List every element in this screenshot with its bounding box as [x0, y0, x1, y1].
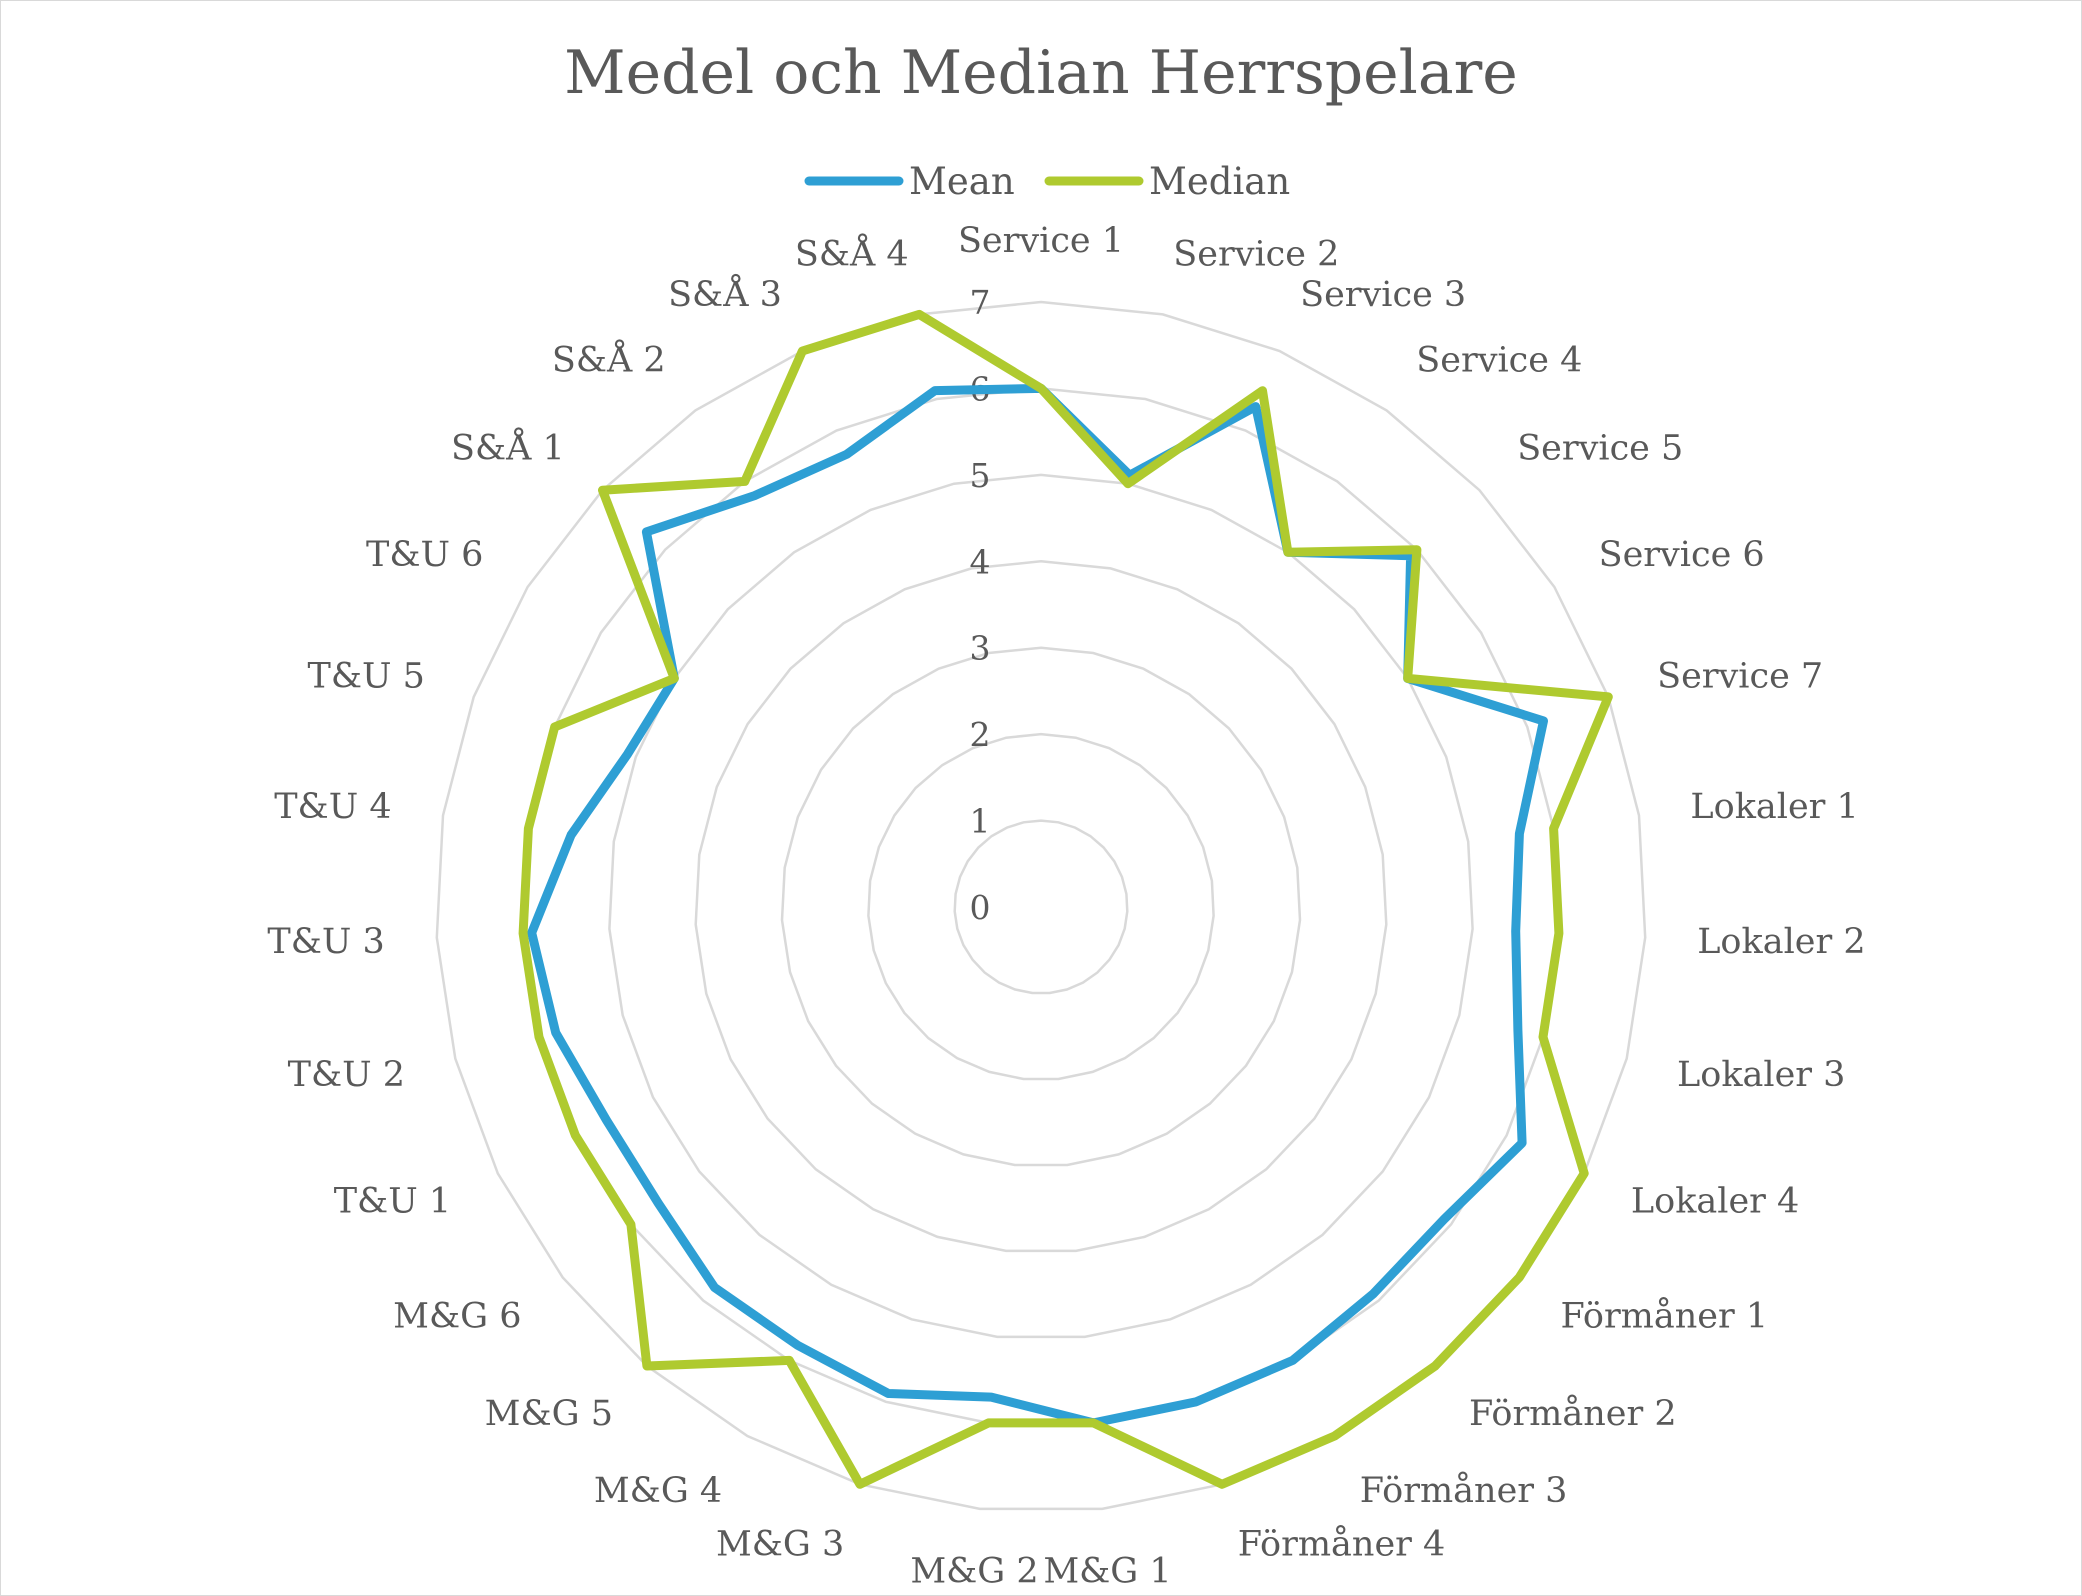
category-label: Lokaler 1 — [1690, 787, 1858, 827]
category-label: Service 7 — [1657, 656, 1823, 696]
category-label: S&Å 2 — [552, 338, 666, 381]
category-label: Förmåner 3 — [1360, 1470, 1568, 1511]
category-label: T&U 4 — [274, 787, 391, 827]
tick-label-7: 7 — [970, 283, 991, 322]
legend-label-median: Median — [1149, 160, 1290, 203]
category-label: S&Å 3 — [668, 272, 782, 315]
series — [518, 309, 1613, 1489]
grid-ring-3 — [780, 646, 1302, 1167]
category-label: Lokaler 4 — [1631, 1182, 1799, 1222]
category-label: M&G 3 — [716, 1524, 844, 1564]
grid — [435, 300, 1647, 1511]
grid-ring-7 — [435, 300, 1647, 1511]
category-label: Service 6 — [1599, 535, 1765, 575]
category-label: Förmåner 2 — [1469, 1393, 1677, 1434]
grid-ring-5 — [608, 473, 1474, 1339]
grid-ring-1 — [953, 819, 1129, 995]
tick-label-1: 1 — [970, 802, 991, 841]
category-label: M&G 1 — [1043, 1552, 1171, 1592]
tick-label-2: 2 — [970, 715, 991, 754]
category-label: Förmåner 4 — [1238, 1523, 1446, 1564]
tick-label-4: 4 — [970, 542, 991, 581]
category-label: T&U 2 — [288, 1055, 405, 1095]
category-label: Förmåner 1 — [1561, 1295, 1769, 1336]
category-label: T&U 5 — [308, 656, 425, 696]
category-label: Service 3 — [1300, 275, 1466, 315]
category-label: Service 1 — [958, 221, 1124, 261]
category-label: S&Å 1 — [451, 426, 565, 469]
category-label: M&G 6 — [393, 1296, 521, 1336]
category-label: T&U 6 — [366, 535, 483, 575]
category-label: Service 5 — [1517, 429, 1683, 469]
legend-label-mean: Mean — [909, 160, 1015, 203]
category-label: M&G 4 — [594, 1471, 722, 1511]
category-label: T&U 1 — [334, 1182, 451, 1222]
tick-label-0: 0 — [970, 888, 991, 927]
category-label: Lokaler 3 — [1677, 1055, 1845, 1095]
category-label: M&G 5 — [485, 1394, 613, 1434]
grid-ring-2 — [867, 732, 1215, 1081]
grid-ring-4 — [694, 560, 1388, 1253]
category-label: T&U 3 — [267, 922, 384, 962]
series-median — [518, 309, 1613, 1489]
category-label: M&G 2 — [910, 1552, 1038, 1592]
category-label: Lokaler 2 — [1697, 922, 1865, 962]
category-label: Service 2 — [1173, 235, 1339, 275]
tick-label-3: 3 — [970, 629, 991, 668]
category-label: S&Å 4 — [795, 232, 909, 275]
tick-label-5: 5 — [970, 456, 991, 495]
category-label: Service 4 — [1416, 341, 1582, 381]
series-mean — [527, 383, 1548, 1428]
legend: Mean Median — [804, 160, 1290, 203]
chart-title: Medel och Median Herrspelare — [564, 38, 1518, 108]
